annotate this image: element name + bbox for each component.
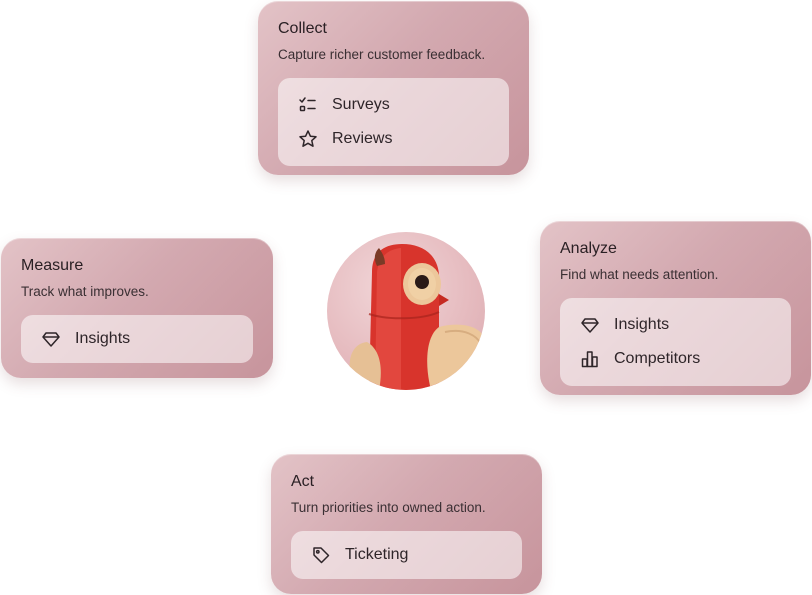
tag-icon bbox=[311, 545, 331, 565]
act-card: Act Turn priorities into owned action. T… bbox=[271, 454, 542, 594]
gem-icon bbox=[41, 329, 61, 349]
item-surveys[interactable]: Surveys bbox=[298, 88, 489, 122]
collect-title: Collect bbox=[278, 20, 327, 37]
item-reviews[interactable]: Reviews bbox=[298, 122, 489, 156]
owl-illustration bbox=[349, 244, 485, 390]
item-ticketing[interactable]: Ticketing bbox=[311, 538, 502, 572]
item-label: Ticketing bbox=[345, 546, 409, 563]
collect-subtitle: Capture richer customer feedback. bbox=[278, 47, 486, 62]
item-label: Reviews bbox=[332, 130, 393, 147]
analyze-items: Insights Competitors bbox=[560, 298, 791, 386]
item-insights[interactable]: Insights bbox=[41, 322, 233, 356]
item-label: Insights bbox=[75, 330, 131, 347]
measure-items: Insights bbox=[21, 315, 253, 363]
analyze-title: Analyze bbox=[560, 240, 617, 257]
analyze-subtitle: Find what needs attention. bbox=[560, 267, 719, 282]
act-title: Act bbox=[291, 473, 315, 490]
owl-toy-image bbox=[327, 232, 485, 390]
measure-title: Measure bbox=[21, 257, 84, 274]
analyze-card: Analyze Find what needs attention. Insig… bbox=[540, 221, 811, 395]
act-items: Ticketing bbox=[291, 531, 522, 579]
measure-card: Measure Track what improves. Insights bbox=[1, 238, 273, 378]
star-icon bbox=[298, 129, 318, 149]
item-insights[interactable]: Insights bbox=[580, 308, 771, 342]
collect-card: Collect Capture richer customer feedback… bbox=[258, 1, 529, 175]
item-label: Insights bbox=[614, 316, 670, 333]
collect-items: Surveys Reviews bbox=[278, 78, 509, 166]
survey-list-icon bbox=[298, 95, 318, 115]
item-competitors[interactable]: Competitors bbox=[580, 342, 771, 376]
act-subtitle: Turn priorities into owned action. bbox=[291, 500, 486, 515]
item-label: Competitors bbox=[614, 350, 701, 367]
gem-icon bbox=[580, 315, 600, 335]
bar-chart-icon bbox=[580, 349, 600, 369]
measure-subtitle: Track what improves. bbox=[21, 284, 149, 299]
item-label: Surveys bbox=[332, 96, 390, 113]
